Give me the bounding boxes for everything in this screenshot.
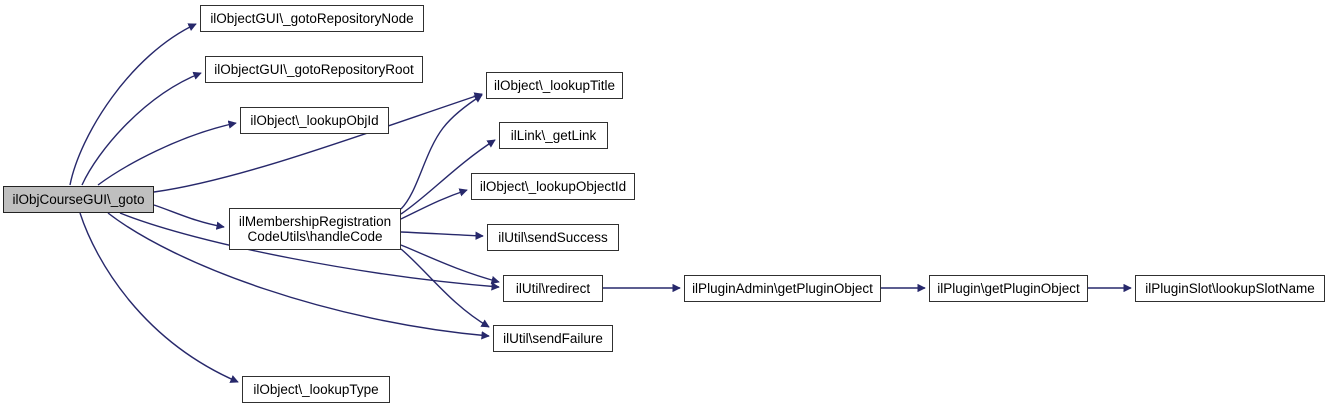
- graph-node-label: ilObject\_lookupObjectId: [479, 179, 627, 194]
- graph-node-pluginAdminGet[interactable]: ilPluginAdmin\getPluginObject: [684, 275, 881, 302]
- graph-node-handleCode[interactable]: ilMembershipRegistration CodeUtils\handl…: [229, 208, 401, 250]
- graph-node-label: ilUtil\redirect: [515, 281, 591, 296]
- graph-node-gotoRepoNode[interactable]: ilObjectGUI\_gotoRepositoryNode: [200, 5, 424, 32]
- graph-node-lookupTitle[interactable]: ilObject\_lookupTitle: [486, 72, 623, 99]
- graph-node-label: ilObjCourseGUI\_goto: [12, 192, 145, 207]
- edge-handleCode-to-sendFailure: [400, 248, 490, 328]
- graph-node-redirect[interactable]: ilUtil\redirect: [503, 275, 603, 302]
- edge-handleCode-to-sendSuccess: [400, 231, 484, 240]
- graph-node-sendFailure[interactable]: ilUtil\sendFailure: [493, 325, 613, 352]
- edge-handleCode-to-redirect: [400, 244, 500, 285]
- edge-goto-to-gotoRepoRoot: [81, 71, 202, 186]
- graph-node-gotoRepoRoot[interactable]: ilObjectGUI\_gotoRepositoryRoot: [205, 56, 423, 83]
- edge-goto-to-lookupObjId: [97, 120, 237, 186]
- graph-node-label: ilPluginSlot\lookupSlotName: [1145, 281, 1315, 296]
- graph-node-lookupObjectId[interactable]: ilObject\_lookupObjectId: [471, 173, 635, 200]
- graph-node-label: ilObjectGUI\_gotoRepositoryRoot: [214, 62, 414, 77]
- graph-node-label: ilUtil\sendSuccess: [498, 230, 608, 245]
- graph-node-lookupType[interactable]: ilObject\_lookupType: [242, 376, 390, 403]
- graph-node-getLink[interactable]: ilLink\_getLink: [499, 122, 608, 149]
- graph-node-goto[interactable]: ilObjCourseGUI\_goto: [3, 186, 154, 213]
- graph-node-label: ilPluginAdmin\getPluginObject: [692, 281, 873, 296]
- graph-node-label: ilUtil\sendFailure: [503, 331, 603, 346]
- graph-node-label: ilLink\_getLink: [510, 128, 597, 143]
- graph-node-label: ilObject\_lookupTitle: [493, 78, 616, 93]
- edge-handleCode-to-lookupObjectId: [400, 188, 468, 220]
- graph-node-label: ilObject\_lookupType: [253, 382, 379, 397]
- edge-goto-to-handleCode: [153, 204, 225, 230]
- graph-node-lookupSlotName[interactable]: ilPluginSlot\lookupSlotName: [1135, 275, 1325, 302]
- graph-node-label: ilObjectGUI\_gotoRepositoryNode: [210, 11, 414, 26]
- edge-goto-to-lookupType: [79, 212, 239, 383]
- graph-node-sendSuccess[interactable]: ilUtil\sendSuccess: [487, 224, 619, 251]
- edge-handleCode-to-lookupTitle: [400, 94, 483, 210]
- graph-node-lookupObjId[interactable]: ilObject\_lookupObjId: [240, 107, 389, 134]
- graph-node-label: ilMembershipRegistration CodeUtils\handl…: [238, 214, 392, 244]
- graph-node-label: ilPlugin\getPluginObject: [937, 281, 1080, 296]
- graph-node-label: ilObject\_lookupObjId: [250, 113, 379, 128]
- edge-goto-to-gotoRepoNode: [69, 23, 197, 186]
- graph-node-pluginGet[interactable]: ilPlugin\getPluginObject: [929, 275, 1088, 302]
